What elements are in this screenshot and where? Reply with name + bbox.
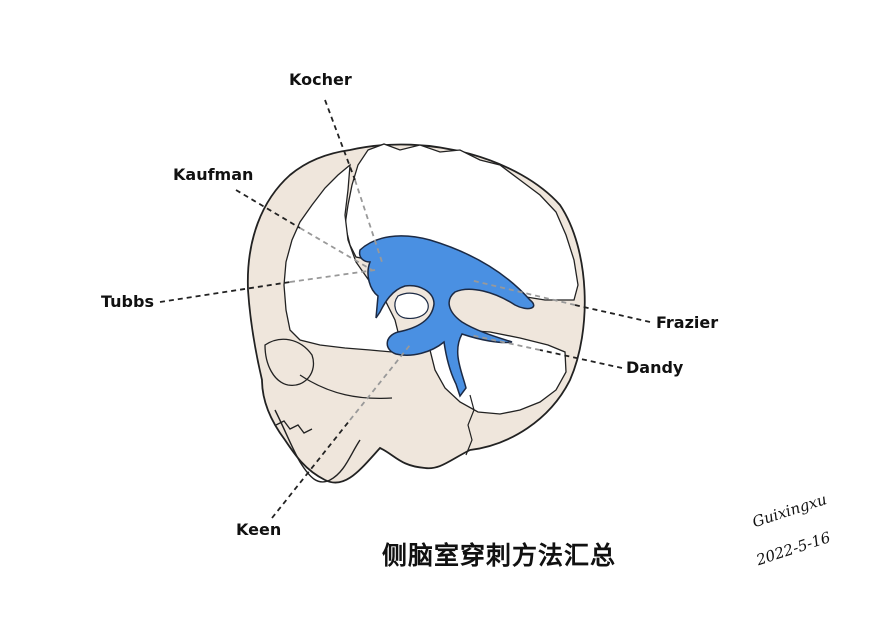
ventricle-inner-white (394, 292, 429, 319)
cheekbone-outline (264, 338, 315, 386)
label-dandy: Dandy (626, 358, 684, 377)
tubbs-line (159, 281, 291, 303)
frazier-line (574, 304, 651, 323)
label-kaufman: Kaufman (173, 165, 254, 184)
jaw-outline (274, 409, 361, 483)
dandy-line-inner (469, 334, 541, 351)
dandy-line (539, 349, 623, 369)
puncture-trajectories (159, 99, 651, 519)
cranial-window-occipital (429, 329, 567, 415)
zygomatic-arch (299, 374, 393, 399)
teeth (275, 420, 313, 434)
kaufman-line (235, 189, 301, 229)
label-tubbs: Tubbs (101, 292, 154, 311)
diagram-title: 侧脑室穿刺方法汇总 (382, 541, 617, 570)
label-kocher: Kocher (289, 70, 352, 89)
keen-line-inner (349, 344, 411, 421)
lateral-ventricle (358, 235, 535, 398)
kaufman-line-inner (299, 227, 373, 271)
label-frazier: Frazier (656, 313, 719, 332)
cranial-window-frontal (283, 163, 401, 353)
suture-line (465, 394, 475, 456)
label-keen: Keen (236, 520, 282, 539)
keen-line (271, 419, 351, 519)
